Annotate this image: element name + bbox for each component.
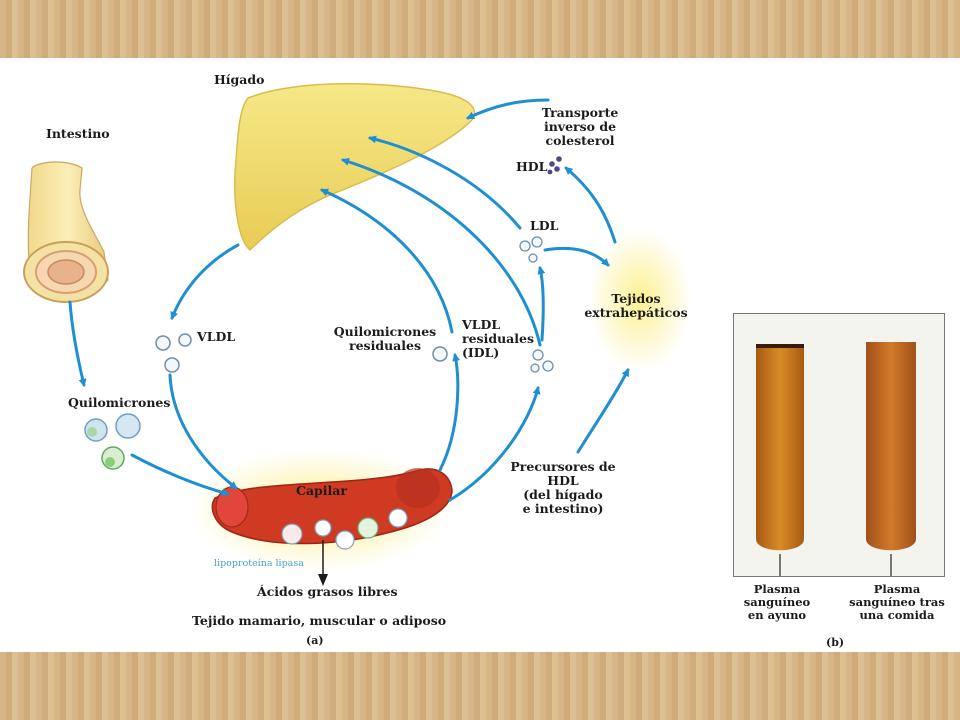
arrow-vldl-capilar — [168, 373, 238, 490]
label-quilomicrones-residuales: Quilomicrones residuales — [333, 324, 437, 353]
arrow-capilar-residuales — [438, 353, 461, 472]
label-acidos-grasos: Ácidos grasos libres — [257, 584, 398, 599]
label-transporte-inverso: Transporte inverso de colesterol — [541, 105, 619, 148]
tube-fasting-meniscus — [756, 344, 804, 348]
plasma-photo — [733, 313, 945, 577]
arrow-precursores-tejidos — [576, 368, 630, 454]
label-higado: Hígado — [214, 72, 265, 87]
extrahepatic-tissue — [588, 228, 692, 372]
label-vldl-residuales: VLDL residuales (IDL) — [462, 317, 534, 360]
arrow-intestine-quilomicrones — [68, 300, 87, 387]
label-intestino: Intestino — [46, 126, 110, 141]
tube-fasting — [756, 344, 804, 551]
label-ldl: LDL — [530, 218, 559, 233]
label-tejidos-extrahepaticos: Tejidos extrahepáticos — [584, 291, 688, 320]
liver-organ — [234, 82, 476, 252]
pathway-arrows — [68, 98, 630, 502]
arrow-acidos-grasos-head — [318, 574, 328, 586]
intestine-organ — [23, 161, 109, 303]
arrow-residuales-higado — [320, 188, 454, 334]
label-precursores-hdl: Precursores de HDL (del hígado e intesti… — [510, 459, 616, 516]
tube-after-meal — [866, 342, 916, 551]
particles-idl — [530, 349, 554, 373]
arrow-quilomicrones-capilar — [130, 453, 230, 497]
label-capilar: Capilar — [296, 483, 347, 498]
particles-hdl — [547, 156, 562, 175]
label-quilomicrones: Quilomicrones — [68, 395, 171, 410]
arrow-idl-higado — [341, 157, 542, 347]
arrow-capilar-vldl-residuales — [448, 386, 541, 502]
arrow-idl-ldl — [537, 266, 546, 342]
arrow-higado-vldl — [170, 243, 240, 320]
capillary-vessel — [211, 468, 453, 550]
label-tejido-mamario: Tejido mamario, muscular o adiposo — [192, 613, 447, 628]
label-panel-b: (b) — [826, 636, 845, 649]
arrow-tejidos-hdl — [564, 166, 617, 244]
arrow-hdl-higado — [466, 98, 550, 120]
arrow-ldl-tejidos — [543, 246, 610, 267]
label-plasma-ayuno: Plasma sanguíneo en ayuno — [743, 582, 811, 622]
label-vldl: VLDL — [197, 329, 236, 344]
particles-quilomicrones — [84, 413, 141, 470]
particles-ldl — [519, 236, 543, 263]
particles-vldl — [155, 333, 192, 373]
label-hdl: HDL — [516, 159, 548, 174]
particles-vldl-residuales — [432, 346, 448, 362]
label-lipoproteina-lipasa: lipoproteína lipasa — [214, 558, 304, 569]
arrow-ldl-higado — [368, 135, 522, 230]
label-panel-a: (a) — [306, 634, 324, 647]
label-plasma-comida: Plasma sanguíneo tras una comida — [849, 582, 945, 622]
